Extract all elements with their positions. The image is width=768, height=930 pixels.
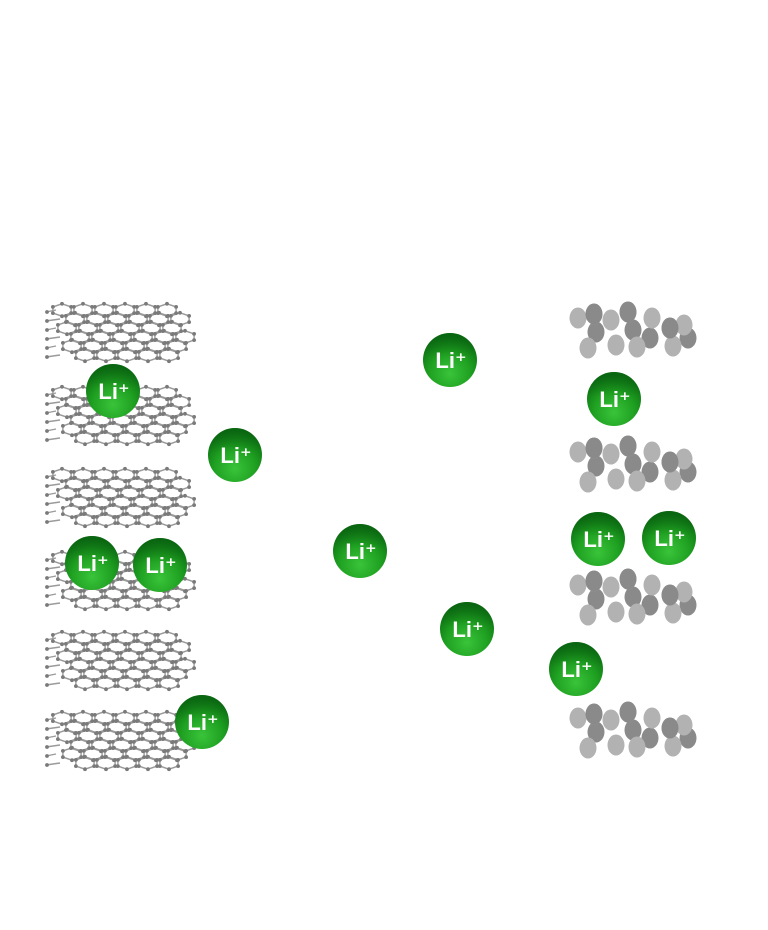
lithium-ion: Li⁺: [208, 428, 262, 482]
lithium-ion: Li⁺: [571, 512, 625, 566]
lithium-ion: Li⁺: [642, 511, 696, 565]
lithium-ion: Li⁺: [86, 364, 140, 418]
graphite-layer: [45, 709, 197, 772]
ion-label: Li⁺: [561, 657, 592, 682]
lithium-ion: Li⁺: [423, 333, 477, 387]
lithium-ions: Li⁺ Li⁺ Li⁺ Li⁺ Li⁺ Li⁺ Li⁺ Li⁺ Li⁺ Li⁺ Li⁺ Li⁺: [65, 333, 696, 749]
ion-label: Li⁺: [583, 527, 614, 552]
graphite-layer: [45, 301, 197, 364]
lithium-ion: Li⁺: [133, 538, 187, 592]
cathode-layer: [569, 435, 697, 493]
cathode-layer: [569, 568, 697, 626]
ion-label: Li⁺: [187, 710, 218, 735]
graphite-anode: [45, 301, 197, 772]
lithium-ion: Li⁺: [440, 602, 494, 656]
lithium-ion: Li⁺: [175, 695, 229, 749]
ion-label: Li⁺: [145, 553, 176, 578]
ion-label: Li⁺: [345, 539, 376, 564]
graphite-layer: [45, 466, 197, 529]
ion-label: Li⁺: [220, 443, 251, 468]
lithium-ion: Li⁺: [333, 524, 387, 578]
graphite-layer: [45, 629, 197, 692]
lithium-ion: Li⁺: [587, 372, 641, 426]
cathode-layer: [569, 701, 697, 759]
ion-label: Li⁺: [435, 348, 466, 373]
lithium-ion: Li⁺: [549, 642, 603, 696]
ion-label: Li⁺: [77, 551, 108, 576]
ion-label: Li⁺: [452, 617, 483, 642]
cathode-layers: [569, 301, 697, 759]
ion-label: Li⁺: [654, 526, 685, 551]
ion-label: Li⁺: [599, 387, 630, 412]
cathode-layer: [569, 301, 697, 359]
ion-label: Li⁺: [98, 379, 129, 404]
lithium-ion: Li⁺: [65, 536, 119, 590]
